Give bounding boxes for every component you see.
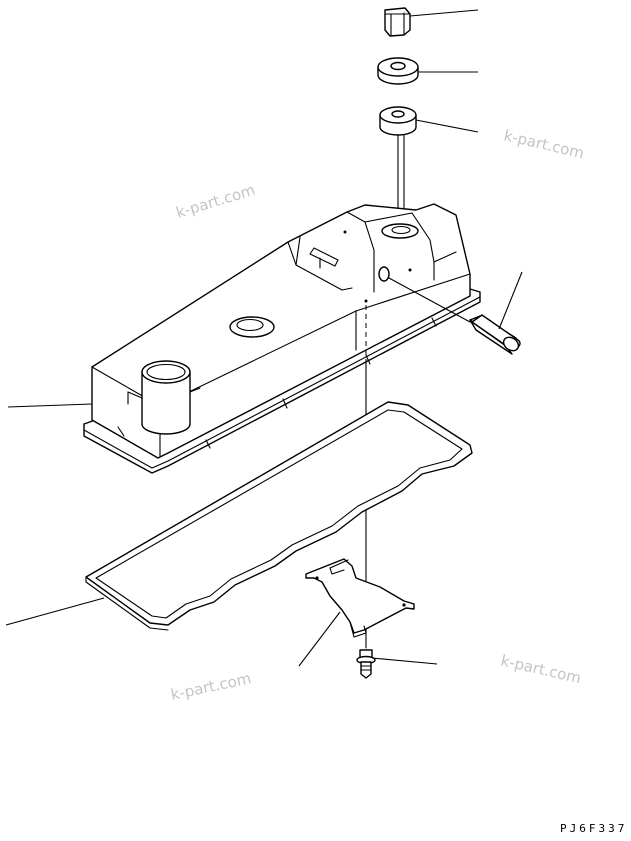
leader-line-cap-bolt [409, 9, 479, 17]
leader-line-grommet [415, 119, 479, 133]
watermark-top-left: k-part.com [174, 181, 257, 222]
cylinder-head-cover [83, 203, 481, 474]
leader-line-bracket [298, 611, 341, 667]
breather-pipe [469, 314, 521, 355]
watermark-bottom-left: k-part.com [169, 669, 253, 704]
assembly-line-breather-pipe [388, 277, 471, 323]
leader-line-head-cover [7, 403, 93, 408]
flange-bolt [356, 649, 376, 679]
leader-line-breather-pipe [498, 271, 523, 330]
leader-line-gasket [5, 597, 105, 626]
leader-line-flange-bolt [371, 657, 438, 665]
watermark-bottom-right: k-part.com [499, 651, 583, 687]
head-cover-gasket [85, 401, 473, 631]
drawing-code: PJ6F337 [560, 822, 627, 835]
grommet [379, 106, 417, 136]
seal-washer [377, 57, 419, 85]
watermark-top-right: k-part.com [502, 126, 586, 162]
bracket-plate [305, 558, 415, 638]
cap-bolt [384, 7, 411, 37]
